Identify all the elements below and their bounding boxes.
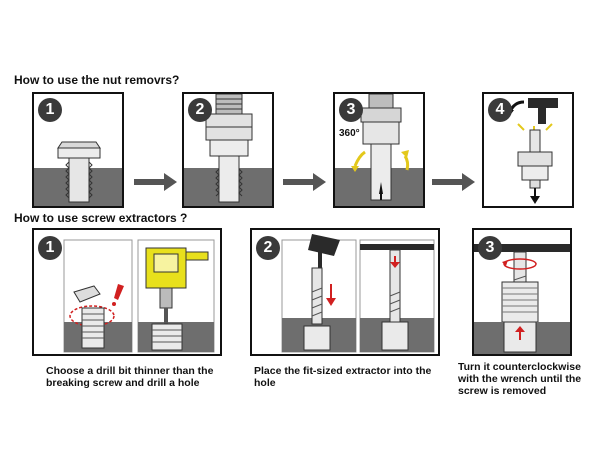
bottom-step-1-panel: 1: [32, 228, 222, 356]
step-number-badge: 2: [256, 236, 280, 260]
heading-screw-extractor: How to use screw extractors ?: [14, 211, 188, 225]
drill-bit-illustration: [63, 239, 215, 353]
step-number-badge: 3: [339, 98, 363, 122]
nut-remover-rotation-illustration: [335, 94, 423, 206]
step-number-badge: 3: [478, 236, 502, 260]
arrow-right-icon: [432, 173, 475, 191]
bolt-in-ground-illustration: [34, 141, 122, 206]
arrow-right-icon: [283, 173, 326, 191]
bottom-step-1-caption: Choose a drill bit thinner than the brea…: [46, 365, 214, 389]
step-number-badge: 1: [38, 236, 62, 260]
bottom-step-2-panel: 2: [250, 228, 440, 356]
extractor-placement-illustration: [281, 234, 435, 353]
heading-nut-remover: How to use the nut removrs?: [14, 73, 180, 87]
bottom-step-3-panel: 3: [472, 228, 572, 356]
extractor-turning-illustration: [474, 244, 570, 354]
top-step-4-panel: 4: [482, 92, 574, 208]
step-number-badge: 4: [488, 98, 512, 122]
hammer-removal-illustration: [506, 98, 558, 204]
nut-remover-on-bolt-illustration: [184, 94, 272, 206]
top-step-1-panel: 1: [32, 92, 124, 208]
arrow-right-icon: [134, 173, 177, 191]
step-number-badge: 2: [188, 98, 212, 122]
top-step-2-panel: 2: [182, 92, 274, 208]
bottom-step-2-caption: Place the fit-sized extractor into the h…: [254, 365, 432, 389]
top-step-3-panel: 3 360°: [333, 92, 425, 208]
step-number-badge: 1: [38, 98, 62, 122]
bottom-step-3-caption: Turn it counterclockwise with the wrench…: [458, 361, 582, 397]
rotation-label: 360°: [339, 128, 360, 139]
